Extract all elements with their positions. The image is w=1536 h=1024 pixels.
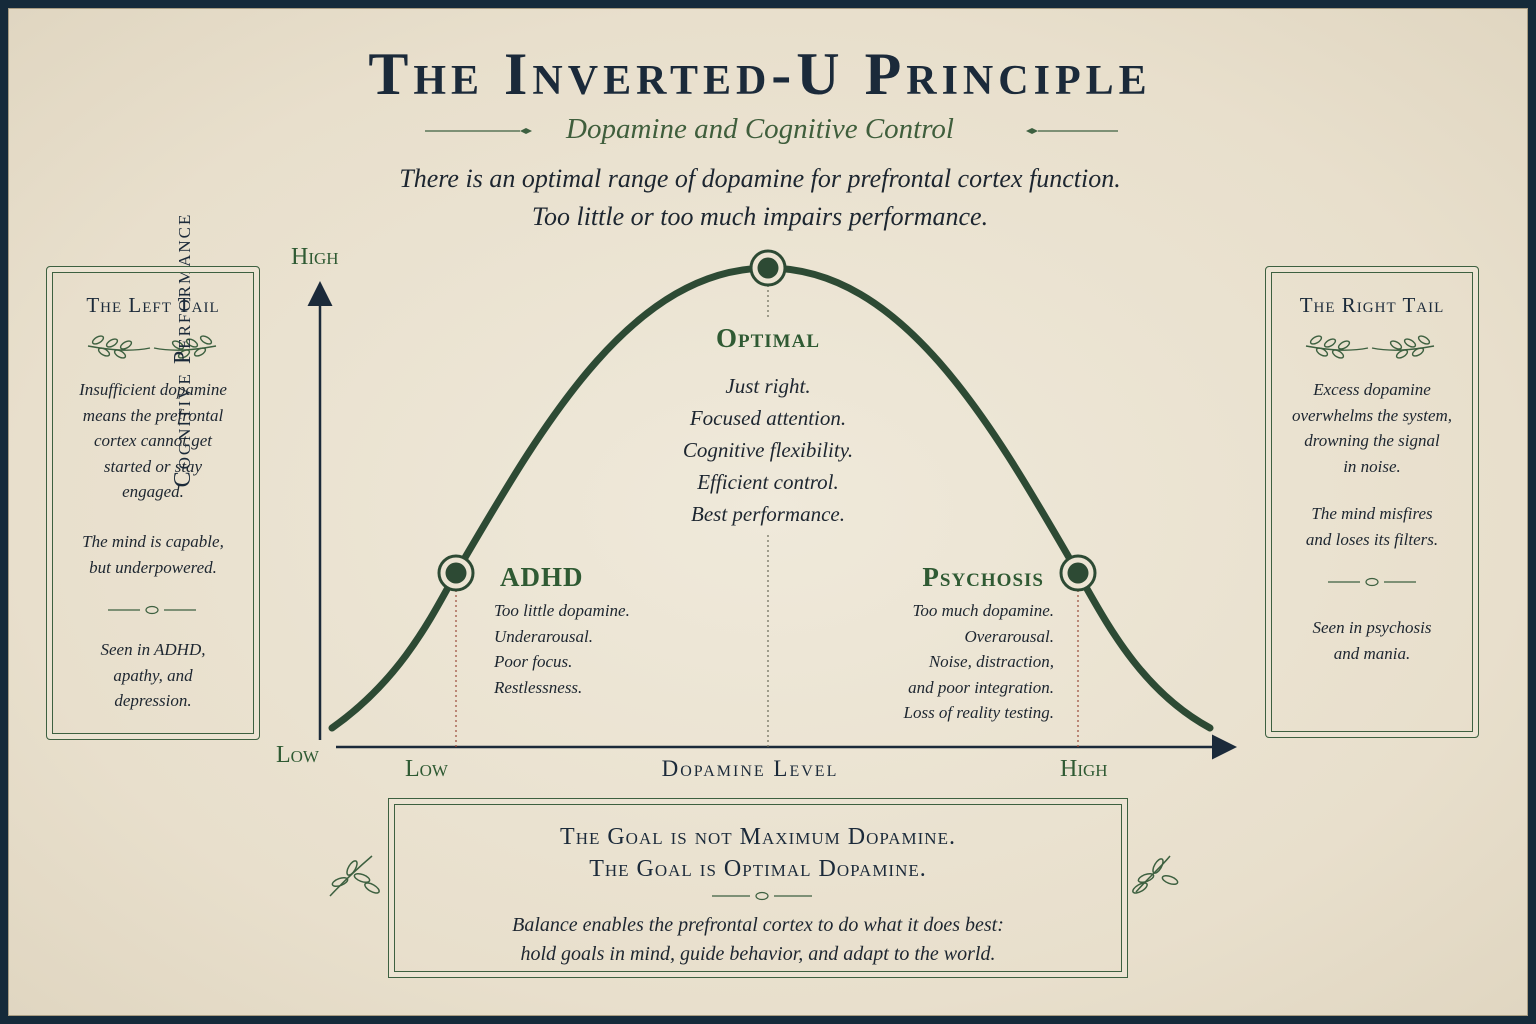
adhd-line: Too little dopamine.: [494, 601, 630, 620]
intro-line: Too little or too much impairs performan…: [531, 202, 989, 231]
left-sprig-icon: [329, 855, 380, 897]
panel-line: apathy, and: [113, 665, 193, 685]
panel-line: overwhelms the system,: [1291, 405, 1453, 425]
panel-line: started or stay: [103, 456, 203, 476]
page-subtitle: Dopamine and Cognitive Control: [566, 113, 954, 145]
x-axis-high-label: High: [1060, 756, 1108, 782]
adhd-line: Poor focus.: [494, 652, 573, 671]
optimal-line: Cognitive flexibility.: [682, 438, 854, 462]
panel-line: cortex cannot get: [93, 431, 212, 450]
optimal-line: Best performance.: [691, 502, 845, 526]
right-panel-para: The mind misfires and loses its filters.: [1266, 501, 1478, 552]
psychosis-line: Loss of reality testing.: [903, 703, 1055, 722]
panel-line: The mind is capable,: [82, 532, 224, 551]
adhd-title: ADHD: [500, 562, 584, 592]
right-panel-laurel-icon: [1305, 335, 1435, 359]
page-title: The Inverted-U Principle: [368, 41, 1152, 107]
panel-line: drowning the signal: [1304, 431, 1440, 450]
adhd-description: Too little dopamine. Underarousal. Poor …: [494, 598, 630, 700]
goal-heading-line: The Goal is Optimal Dopamine.: [589, 856, 927, 882]
panel-line: Insufficient dopamine: [79, 380, 227, 399]
left-panel-para: The mind is capable, but underpowered.: [47, 529, 259, 580]
adhd-line: Restlessness.: [494, 677, 583, 697]
intro-line: There is an optimal range of dopamine fo…: [399, 164, 1121, 193]
x-axis-low-label: Low: [405, 756, 448, 782]
optimal-description: Just right. Focused attention. Cognitive…: [618, 370, 918, 530]
goal-text-line: hold goals in mind, guide behavior, and …: [520, 943, 996, 965]
panel-line: Seen in psychosis: [1312, 618, 1432, 637]
optimal-line: Just right.: [725, 374, 811, 398]
psychosis-line: and poor integration.: [908, 677, 1054, 697]
right-panel-para: Excess dopamine overwhelms the system, d…: [1266, 377, 1478, 479]
subtitle-right-rule: [1026, 128, 1118, 134]
right-tail-panel: The Right Tail Excess dopamine overwhelm…: [1265, 266, 1479, 738]
psychosis-line: Too much dopamine.: [912, 601, 1054, 620]
adhd-marker-icon: [437, 554, 475, 592]
left-panel-para: Insufficient dopamine means the prefront…: [47, 377, 259, 505]
psychosis-title: Psychosis: [922, 562, 1044, 592]
left-panel-para: Seen in ADHD, apathy, and depression.: [47, 637, 259, 714]
left-tail-panel: The Left Tail Insufficient dopamine mean…: [46, 266, 260, 740]
panel-line: but underpowered.: [89, 557, 217, 577]
panel-line: and mania.: [1333, 643, 1411, 663]
panel-line: Excess dopamine: [1313, 380, 1431, 399]
left-panel-laurel-icon: [87, 335, 217, 359]
optimal-marker-icon: [749, 249, 787, 287]
panel-line: The mind misfires: [1311, 504, 1433, 523]
y-axis-low-label: Low: [276, 742, 319, 768]
psychosis-line: Noise, distraction,: [928, 652, 1054, 671]
left-panel-flourish-icon: [108, 605, 196, 615]
left-panel-title: The Left Tail: [86, 293, 220, 317]
poster-frame: [8, 8, 1528, 1016]
optimal-title: Optimal: [715, 323, 820, 353]
panel-line: engaged.: [122, 482, 184, 501]
goal-box: The Goal is not Maximum Dopamine. The Go…: [388, 798, 1128, 978]
panel-line: means the prefrontal: [82, 405, 224, 425]
adhd-line: Underarousal.: [494, 626, 594, 646]
panel-line: in noise.: [1343, 456, 1401, 476]
panel-line: and loses its filters.: [1305, 529, 1439, 549]
subtitle-left-rule: [425, 128, 532, 134]
y-axis-high-label: High: [291, 244, 339, 270]
right-panel-para: Seen in psychosis and mania.: [1266, 615, 1478, 666]
panel-line: Seen in ADHD,: [100, 640, 206, 659]
psychosis-description: Too much dopamine. Overarousal. Noise, d…: [834, 598, 1055, 726]
goal-flourish-icon: [712, 891, 812, 901]
goal-text-line: Balance enables the prefrontal cortex to…: [512, 914, 1004, 936]
intro-text: There is an optimal range of dopamine fo…: [0, 160, 1520, 236]
x-axis-title: Dopamine Level: [661, 756, 839, 781]
panel-line: depression.: [114, 691, 192, 710]
right-panel-title: The Right Tail: [1299, 293, 1445, 317]
right-sprig-icon: [1132, 855, 1179, 894]
optimal-line: Focused attention.: [689, 406, 847, 430]
right-panel-flourish-icon: [1328, 577, 1416, 587]
psychosis-marker-icon: [1059, 554, 1097, 592]
optimal-line: Efficient control.: [697, 470, 839, 494]
goal-heading-line: The Goal is not Maximum Dopamine.: [560, 824, 956, 850]
psychosis-line: Overarousal.: [964, 626, 1054, 646]
